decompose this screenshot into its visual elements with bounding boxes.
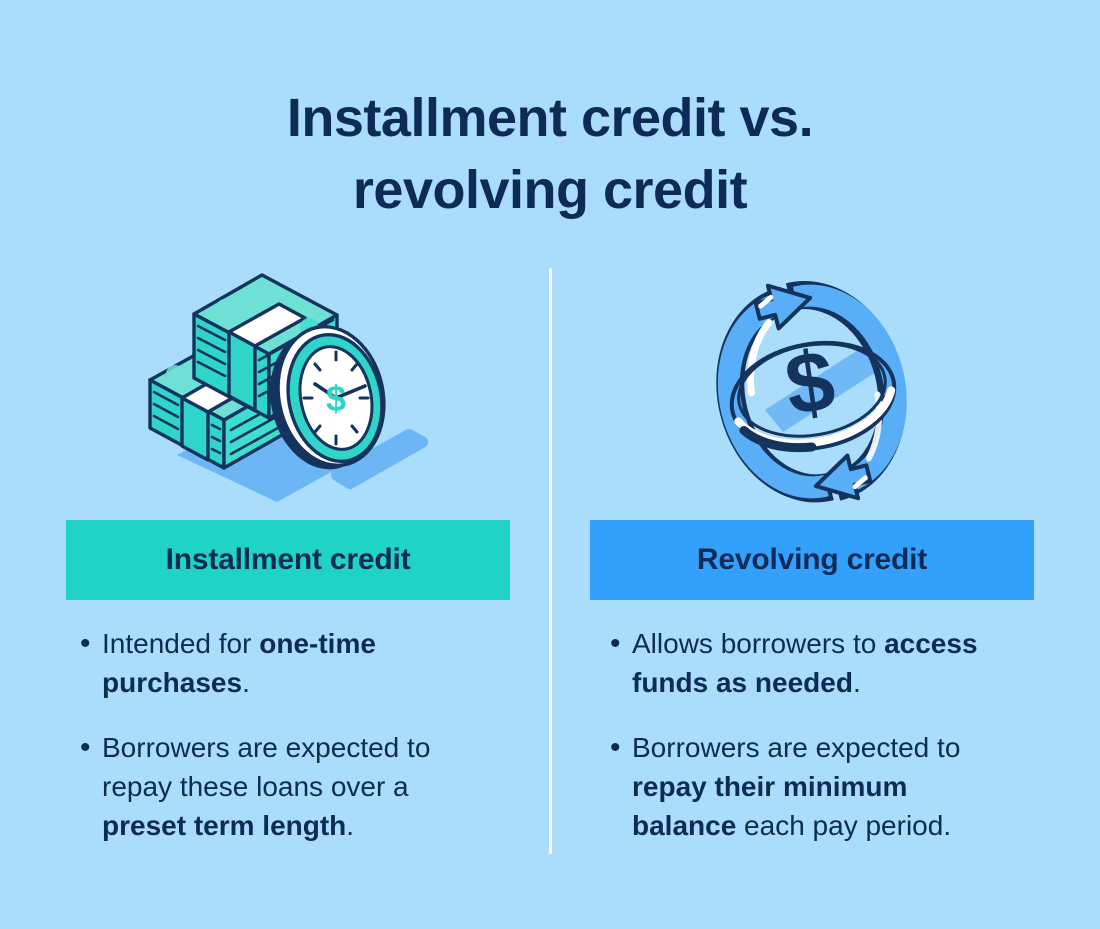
- bullet-emphasis: access funds as needed: [632, 628, 978, 698]
- bullet-lead: Borrowers are expected to repay these lo…: [102, 732, 431, 802]
- column-installment-credit: $ Installment credit • Intended for one-…: [52, 265, 522, 871]
- column-revolving-credit: $ Revolving credit • Allows borrowers to…: [578, 265, 1048, 871]
- bullet-lead: Intended for: [102, 628, 260, 659]
- svg-text:$: $: [326, 378, 346, 419]
- bullet-text: Allows borrowers to access funds as need…: [632, 624, 1002, 702]
- bullet-tail: each pay period.: [736, 810, 952, 841]
- list-item: • Allows borrowers to access funds as ne…: [610, 624, 1048, 702]
- bullet-emphasis: preset term length: [102, 810, 347, 841]
- bullet-text: Borrowers are expected to repay their mi…: [632, 728, 1002, 845]
- list-item: • Borrowers are expected to repay their …: [610, 728, 1048, 845]
- bullet-marker-icon: •: [610, 731, 621, 764]
- bullet-text: Intended for one-time purchases.: [102, 624, 472, 702]
- bullet-tail: .: [346, 810, 355, 841]
- title-line-2: revolving credit: [352, 160, 748, 220]
- bullet-lead: Borrowers are expected to: [632, 732, 961, 763]
- money-clock-illustration: $: [148, 273, 428, 502]
- bullet-emphasis: repay their minimum balance: [632, 771, 908, 841]
- list-item: • Intended for one-time purchases.: [80, 624, 522, 702]
- bullet-text: Borrowers are expected to repay these lo…: [102, 728, 472, 845]
- bullet-list-revolving-credit: • Allows borrowers to access funds as ne…: [578, 624, 1048, 845]
- header-bar-revolving-credit: Revolving credit: [590, 520, 1034, 600]
- bullet-marker-icon: •: [80, 731, 91, 764]
- bullet-lead: Allows borrowers to: [632, 628, 885, 659]
- revolving-credit-illustration: $: [716, 281, 907, 503]
- title-line-1: Installment credit vs.: [286, 88, 814, 148]
- list-item: • Borrowers are expected to repay these …: [80, 728, 522, 845]
- revolving-arrows-dollar-coin-icon: $: [578, 265, 1048, 515]
- money-stacks-with-clock-icon: $: [52, 265, 522, 515]
- header-label-revolving-credit: Revolving credit: [696, 543, 928, 576]
- column-divider: [549, 268, 552, 854]
- bullet-marker-icon: •: [80, 627, 91, 660]
- page-title: Installment credit vs. revolving credit: [0, 82, 1100, 226]
- header-bar-installment-credit: Installment credit: [66, 520, 510, 600]
- bullet-tail: .: [242, 667, 250, 698]
- header-label-installment-credit: Installment credit: [165, 543, 411, 576]
- bullet-emphasis: one-time purchases: [102, 628, 376, 698]
- bullet-list-installment-credit: • Intended for one-time purchases. • Bor…: [52, 624, 522, 845]
- bullet-marker-icon: •: [610, 627, 621, 660]
- bullet-tail: .: [852, 667, 861, 698]
